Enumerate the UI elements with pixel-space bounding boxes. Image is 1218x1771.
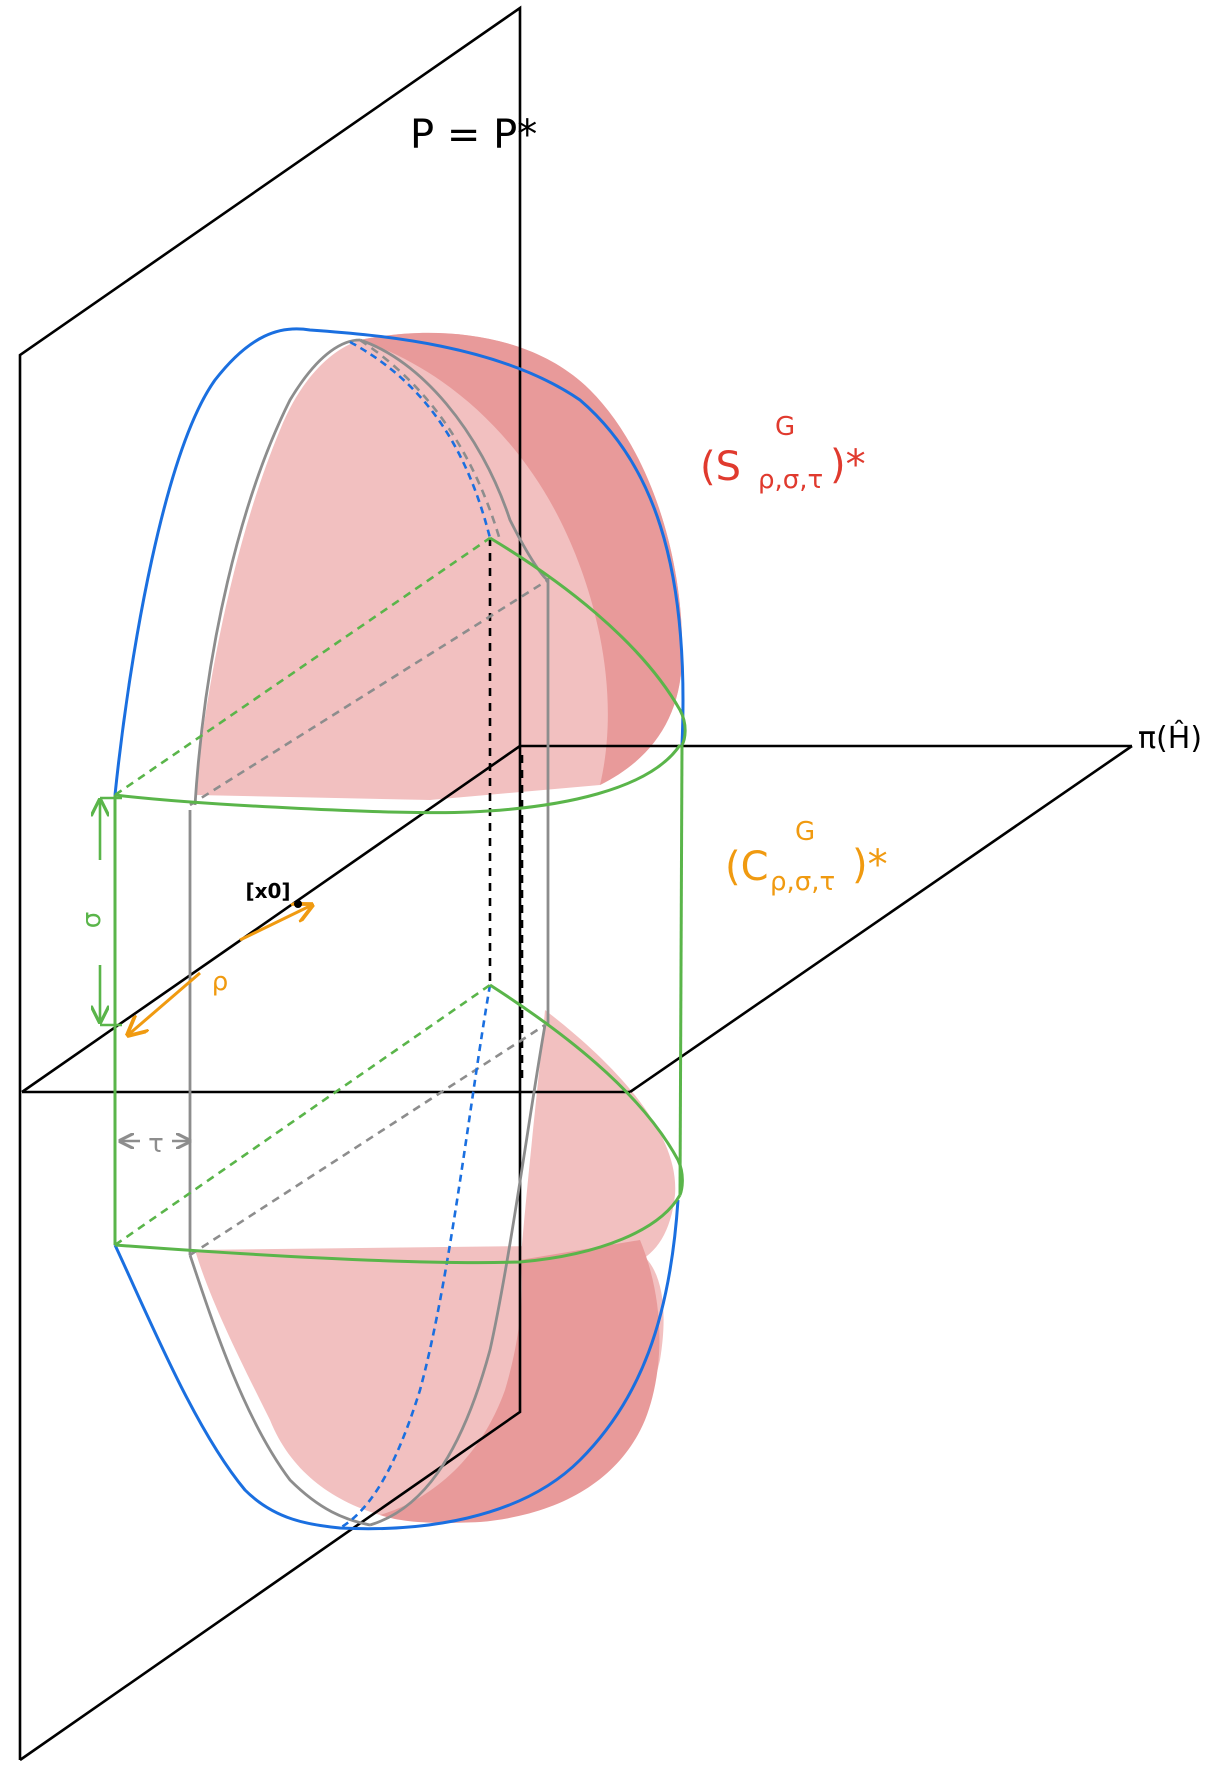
rho-dimension	[128, 905, 312, 1035]
gray-outline	[188, 338, 550, 1527]
blue-dashed	[339, 340, 492, 1530]
c-set-main: (C	[725, 844, 769, 890]
point-x0-label: [x0]	[245, 879, 290, 903]
green-dashed	[114, 536, 491, 1247]
s-set-label: (S G ρ,σ,τ )*	[700, 412, 866, 495]
s-set-sup: G	[775, 412, 795, 442]
c-set-label: (C G ρ,σ,τ )*	[725, 817, 888, 897]
black-dashed-lines	[488, 538, 524, 1085]
horizontal-plane	[21, 744, 1133, 1094]
point-x0	[294, 900, 302, 908]
sigma-dimension	[100, 796, 122, 1027]
c-set-sup: G	[795, 817, 815, 847]
s-set-main: (S	[700, 444, 741, 490]
green-outline	[113, 536, 687, 1265]
s-set-sub: ρ,σ,τ	[758, 465, 823, 495]
plane-label: P = P*	[410, 112, 537, 158]
tau-label: τ	[148, 1129, 164, 1159]
axis-label: π(Ĥ)	[1138, 720, 1202, 756]
upper-shape-fill	[195, 332, 683, 800]
c-set-close: )*	[852, 842, 888, 888]
s-set-close: )*	[830, 442, 866, 488]
gray-dashed	[189, 338, 549, 1257]
sigma-label: σ	[77, 912, 107, 928]
blue-outline	[113, 327, 685, 1531]
c-set-sub: ρ,σ,τ	[770, 867, 835, 897]
rho-label: ρ	[212, 967, 229, 997]
